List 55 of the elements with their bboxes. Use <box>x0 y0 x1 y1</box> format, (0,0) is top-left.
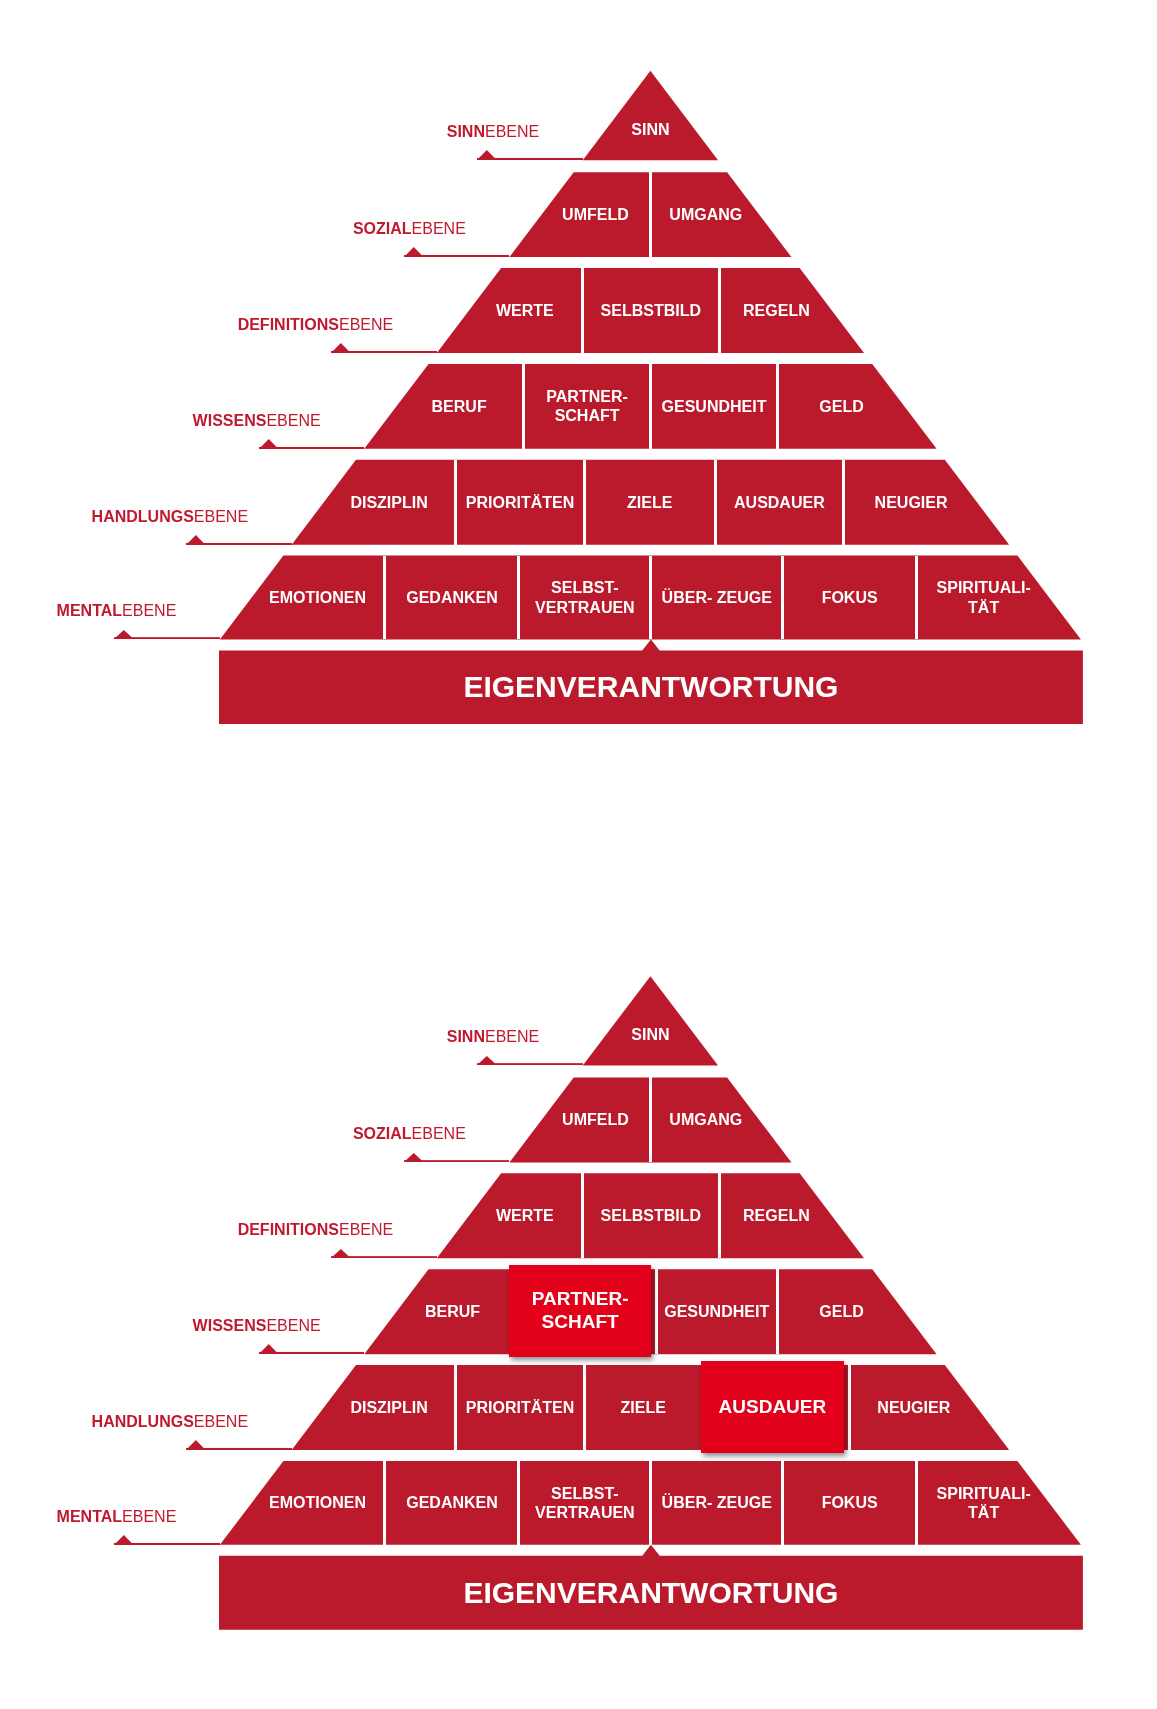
pyramid-cell: GELD <box>775 1269 905 1355</box>
pyramid-cell: SINN <box>616 1003 685 1066</box>
pyramid-cell: UMGANG <box>649 1077 760 1163</box>
pyramid-cell: ÜBER- ZEUGE <box>649 1460 782 1545</box>
pyramid-cell: DISZIPLIN <box>323 459 455 545</box>
pyramid-cell: SELBSTBILD <box>580 268 718 353</box>
level-label: DEFINITIONSEBENE <box>237 315 437 353</box>
pyramid-cell: FOKUS <box>781 555 916 640</box>
highlighted-cell: AUSDAUER <box>700 1360 845 1454</box>
level-label: SINNEBENE <box>446 123 583 161</box>
pyramid-cell: EMOTIONEN <box>251 1460 384 1545</box>
pyramid-cell: UMGANG <box>649 172 760 258</box>
highlighted-cell: PARTNER- SCHAFT <box>508 1264 652 1358</box>
pyramid-cell: PRIORITÄTEN <box>454 459 583 545</box>
level-label: MENTALEBENE <box>56 1507 220 1545</box>
pyramid-cell: UMFELD <box>541 1077 650 1163</box>
pyramid-cell: REGELN <box>717 268 832 353</box>
pyramid-cell: PRIORITÄTEN <box>454 1365 583 1451</box>
pyramid-cell: NEUGIER <box>847 1365 977 1451</box>
pyramid-cell: SELBST- VERTRAUEN <box>517 1460 650 1545</box>
level-label: WISSENSEBENE <box>192 411 365 449</box>
pyramid-cell: UMFELD <box>541 172 650 258</box>
pyramid-cell: WERTE <box>468 268 581 353</box>
pyramid-cell: AUSDAUER <box>713 459 843 545</box>
pyramid-cell: ÜBER- ZEUGE <box>649 555 782 640</box>
foundation-bar: EIGENVERANTWORTUNG <box>218 1544 1083 1630</box>
pyramid-cell: ZIELE <box>582 459 714 545</box>
pyramid-cell: FOKUS <box>781 1460 916 1545</box>
pyramid-cell: SPIRITUALI- TÄT <box>915 1460 1050 1545</box>
pyramid-cell: NEUGIER <box>842 459 977 545</box>
pyramid-cell: DISZIPLIN <box>323 1365 455 1451</box>
pyramid-cell: SELBSTBILD <box>580 1173 718 1259</box>
pyramid-cell: GELD <box>775 363 905 449</box>
foundation-bar: EIGENVERANTWORTUNG <box>218 639 1083 725</box>
pyramid-cell: GESUNDHEIT <box>654 1269 776 1355</box>
level-label: SOZIALEBENE <box>352 1125 510 1163</box>
level-label: WISSENSEBENE <box>192 1317 365 1355</box>
pyramid-cell: GESUNDHEIT <box>649 363 776 449</box>
pyramid-cell: EMOTIONEN <box>251 555 384 640</box>
pyramid-cell: BERUF <box>396 363 522 449</box>
level-label: HANDLUNGSEBENE <box>91 1413 292 1451</box>
pyramid-cell: GEDANKEN <box>383 1460 518 1545</box>
pyramid-cell: SELBST- VERTRAUEN <box>517 555 650 640</box>
pyramid-cell: SINN <box>616 98 685 161</box>
pyramid-cell: PARTNER- SCHAFT <box>521 363 650 449</box>
pyramid-cell: BERUF <box>396 1269 509 1355</box>
level-label: HANDLUNGSEBENE <box>91 507 292 545</box>
level-label: SINNEBENE <box>446 1028 583 1066</box>
level-label: SOZIALEBENE <box>352 220 510 258</box>
pyramid-cell: SPIRITUALI- TÄT <box>915 555 1050 640</box>
pyramid-cell: WERTE <box>468 1173 581 1259</box>
level-label: MENTALEBENE <box>56 602 220 640</box>
pyramid-cell: GEDANKEN <box>383 555 518 640</box>
pyramid-cell: REGELN <box>717 1173 832 1259</box>
level-label: DEFINITIONSEBENE <box>237 1221 437 1259</box>
